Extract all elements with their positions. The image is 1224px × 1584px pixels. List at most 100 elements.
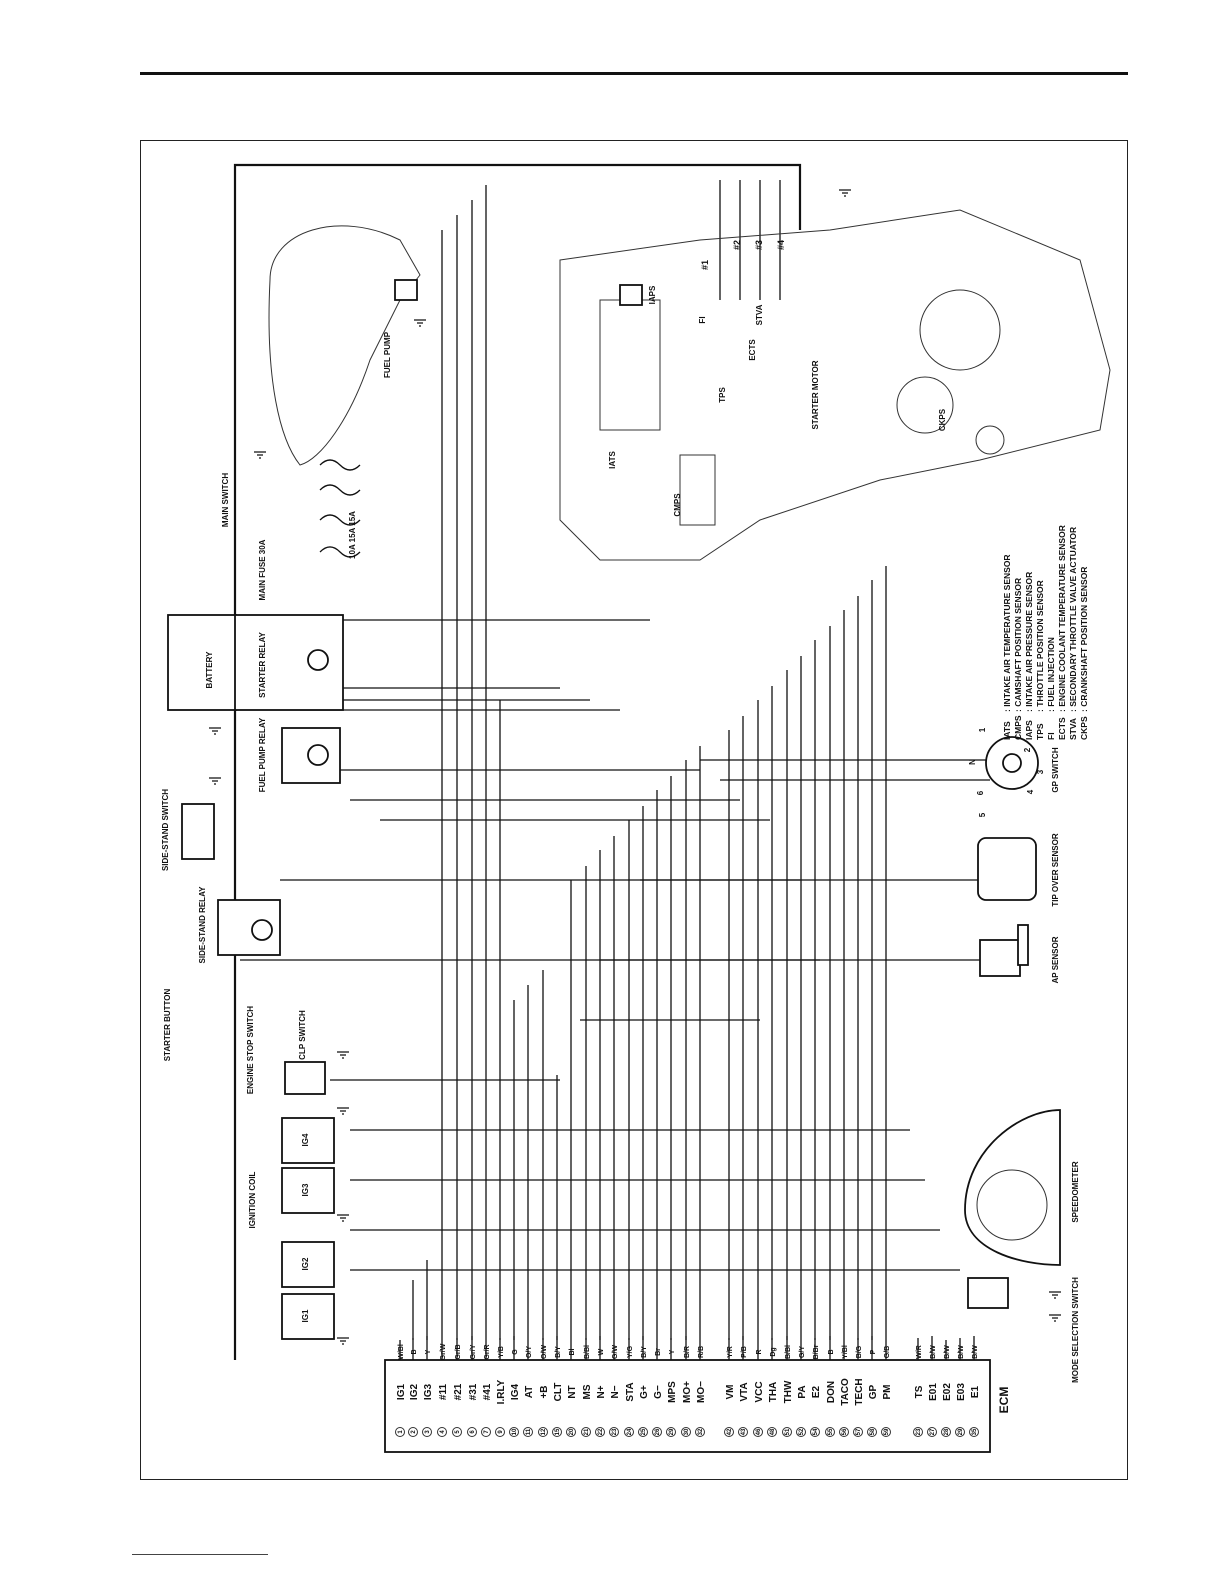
ecm-wire-color: Gr/W: [440, 1343, 447, 1360]
battery-icon: [167, 614, 237, 711]
legend-abbr: IAPS: [1024, 720, 1034, 740]
ap-sensor-label: AP SENSOR: [1051, 936, 1060, 983]
ecm-pin-number: 11: [526, 1428, 532, 1435]
ignition-coil-label: IGNITION COIL: [248, 1171, 257, 1228]
ecm-pin-list: 1IG1W/Bl2IG2B3IG3Y4#11Gr/W5#21Gr/B6#31Gr…: [395, 1343, 981, 1437]
footer-rule: [132, 1554, 268, 1555]
legend-abbr: TPS: [1035, 723, 1045, 740]
legend-abbr: FI: [1046, 732, 1056, 740]
ecm-pin-9-marker: [495, 1427, 505, 1437]
ecm-pin-name: G−: [653, 1385, 664, 1399]
clp-switch-label: CLP SWITCH: [298, 1010, 307, 1060]
ecm-wire-color: Y/Bl: [842, 1345, 849, 1359]
ecm-pin-55-marker: [825, 1427, 835, 1437]
legend-abbr: CKPS: [1079, 716, 1089, 740]
ecm-pin-number: 2: [411, 1430, 417, 1434]
ignition-coil-4-label: IG4: [301, 1133, 310, 1146]
ecm-pin-name: PM: [882, 1385, 893, 1400]
throttle-body-icon: [599, 299, 661, 431]
ecm-pin-12-marker: [538, 1427, 548, 1437]
ecm-pin-58-marker: [867, 1427, 877, 1437]
ecm-pin-name: IG1: [396, 1384, 407, 1401]
fuse-icon: [319, 459, 361, 471]
ecm-box: [384, 1359, 991, 1453]
ecm-pin-6-marker: [467, 1427, 477, 1437]
cmps-sensor-icon: [679, 454, 716, 526]
ecm-pin-number: 25: [641, 1428, 647, 1435]
fuel-pump-label: FUEL PUMP: [383, 331, 392, 378]
ecm-pin-29-marker: [666, 1427, 676, 1437]
ground-icon: [337, 1214, 349, 1222]
ecm-pin-4-marker: [437, 1427, 447, 1437]
ecm-wire-color: R: [756, 1349, 763, 1354]
ecm-pin-number: 23: [916, 1428, 922, 1435]
ecm-wire-color: B/W: [944, 1345, 951, 1359]
ecm-wire-color: Y/B: [498, 1346, 505, 1358]
ecm-label: ECM: [997, 1387, 1011, 1414]
ecm-pin-number: 12: [541, 1428, 547, 1435]
fuse-icon: [319, 484, 361, 496]
gp-position-label: 5: [978, 812, 987, 817]
injector-1-label: #1: [700, 260, 710, 270]
ecm-pin-number: 56: [842, 1428, 848, 1435]
ecm-pin-number: 54: [813, 1428, 819, 1435]
ecm-pin-27-marker: [927, 1427, 937, 1437]
ap-sensor-port-icon: [1017, 924, 1029, 966]
ecm-pin-number: 7: [484, 1430, 490, 1434]
ecm-pin-1-marker: [395, 1427, 405, 1437]
legend-abbr: IATS: [1002, 721, 1012, 740]
legend-abbr: CMPS: [1013, 715, 1023, 740]
ecm-pin-name: I.RLY: [496, 1379, 507, 1404]
starter-relay-coil-icon: [307, 649, 329, 671]
ig1-coil-icon: [281, 1293, 335, 1340]
ecm-pin-3-marker: [422, 1427, 432, 1437]
ecm-wire-color: B/W: [930, 1345, 937, 1359]
ecm-pin-name: E03: [956, 1383, 967, 1401]
ecm-pin-name: MO+: [682, 1381, 693, 1403]
ecm-pin-26-marker: [652, 1427, 662, 1437]
ecm-pin-name: PA: [797, 1385, 808, 1398]
ecm-pin-name: NT: [567, 1385, 578, 1398]
ecm-pin-number: 32: [698, 1428, 704, 1435]
ecm-pin-name: VTA: [739, 1382, 750, 1401]
ecm-pin-5-marker: [452, 1427, 462, 1437]
ecm-pin-name: STA: [625, 1382, 636, 1401]
ecm-wire-color: R/B: [698, 1346, 705, 1358]
ecm-wire-color: P: [870, 1349, 877, 1354]
gp-position-label: N: [968, 759, 977, 765]
ecm-wire-color: W/Bl: [398, 1344, 405, 1360]
legend-description: : FUEL INJECTION: [1046, 637, 1056, 712]
speedometer-dial-icon: [976, 1169, 1048, 1241]
clp-switch-icon: [284, 1061, 326, 1095]
ground-icon: [1049, 1291, 1061, 1299]
fuel-pump-relay-coil-icon: [307, 744, 329, 766]
legend-description: : INTAKE AIR TEMPERATURE SENSOR: [1002, 554, 1012, 712]
ig4-coil-icon: [281, 1117, 335, 1164]
gp-switch-label: GP SWITCH: [1051, 747, 1060, 792]
ecm-pin-number: 4: [440, 1430, 446, 1434]
ecm-wire-color: B/Y: [555, 1346, 562, 1358]
ecm-pin-number: 27: [930, 1428, 936, 1435]
ecm-pin-name: E01: [928, 1383, 939, 1401]
ecm-pin-35-marker: [969, 1427, 979, 1437]
ecm-pin-number: 43: [741, 1428, 747, 1435]
ecm-pin-name: E2: [811, 1385, 822, 1398]
ecm-wire-color: G/Y: [799, 1346, 806, 1358]
ecm-pin-22-marker: [595, 1427, 605, 1437]
ecm-pin-10-marker: [509, 1427, 519, 1437]
ecm-pin-name: E02: [942, 1383, 953, 1401]
fuel-tank-icon: [268, 225, 421, 466]
ecm-wire-color: B: [411, 1349, 418, 1354]
ecm-pin-15-marker: [552, 1427, 562, 1437]
fuse-ratings-label: 10A 15A 15A: [348, 511, 357, 559]
ecm-pin-59-marker: [881, 1427, 891, 1437]
ecm-pin-name: E1: [970, 1385, 981, 1398]
ecm-pin-name: #21: [453, 1383, 464, 1400]
ecm-pin-11-marker: [523, 1427, 533, 1437]
ignition-coil-3-label: IG3: [301, 1183, 310, 1196]
ecm-wire-color: B/R: [684, 1346, 691, 1358]
ecm-pin-29-marker: [955, 1427, 965, 1437]
ecm-pin-52-marker: [796, 1427, 806, 1437]
ignition-coil-1-label: IG1: [301, 1309, 310, 1322]
